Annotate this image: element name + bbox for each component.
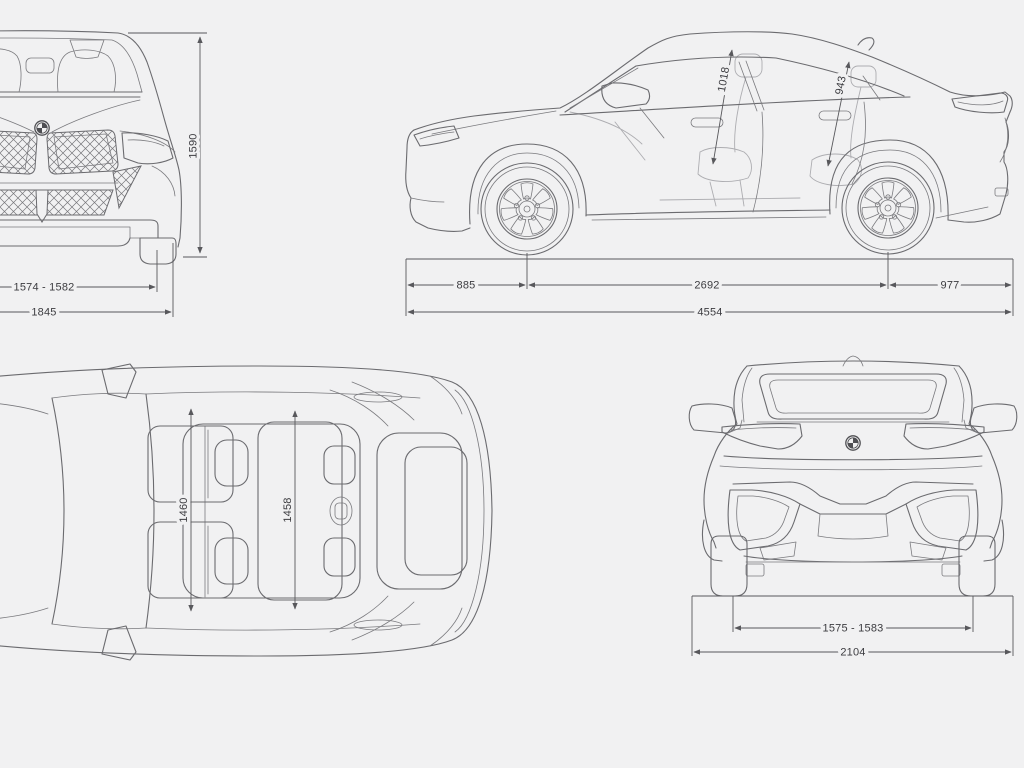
rear-body <box>688 355 1018 549</box>
front-body <box>0 30 182 248</box>
tailgate-outline <box>376 432 463 590</box>
exhaust-trims <box>759 541 947 561</box>
rear-antenna-fin <box>842 355 864 367</box>
top-mirror-right <box>101 625 137 661</box>
taillight-side <box>951 92 1009 114</box>
dim-front-width-label: 1845 <box>31 307 56 319</box>
roof-rail-left <box>353 391 403 403</box>
front-grille <box>0 129 174 223</box>
dim-rear-width-mirrors-label: 2104 <box>840 647 865 659</box>
front-view: 1590 1574 - 1582 1845 <box>0 30 207 322</box>
rear-mirror-right <box>969 403 1018 434</box>
kidney-grille-right <box>46 129 119 175</box>
dim-front-track-label: 1574 - 1582 <box>14 282 75 294</box>
headrest-rear-right <box>323 537 356 577</box>
rear-view: 1575 - 1583 2104 <box>688 355 1018 662</box>
headrest-rear-left <box>323 445 356 485</box>
dim-front-overhang-label: 885 <box>457 280 476 292</box>
headrest-front-left <box>214 439 249 487</box>
dim-length-label: 4554 <box>697 307 722 319</box>
seat-front-right <box>147 521 234 599</box>
windshield-edge <box>145 393 155 629</box>
side-glass <box>564 56 905 113</box>
panorama-roof <box>182 423 361 599</box>
taillight-right <box>903 423 985 450</box>
front-seat-left <box>0 48 22 93</box>
front-wheel-arch <box>469 143 587 225</box>
dim-rear-track-label: 1575 - 1583 <box>823 623 884 635</box>
top-dimensions: 1460 1458 <box>175 408 298 612</box>
rear-window-top <box>404 446 468 576</box>
antenna-fin <box>857 37 875 51</box>
cowl-line <box>51 397 65 625</box>
lower-grille-mesh <box>0 189 114 216</box>
rear-wheel-arch <box>829 139 949 221</box>
rear-mirror-left <box>688 403 737 434</box>
side-interior <box>569 53 877 207</box>
door-handle-rear <box>818 110 852 121</box>
dim-rear-overhang-label: 977 <box>941 280 960 292</box>
kidney-grille-left <box>0 130 38 175</box>
top-view: 1460 1458 <box>0 363 493 661</box>
top-mirror-left <box>101 363 137 399</box>
seat-front-left <box>147 425 234 503</box>
dim-shoulder-front-label: 1460 <box>178 497 190 522</box>
side-wheel-rear <box>841 161 935 255</box>
front-seat-right <box>57 49 116 93</box>
rear-bumper <box>701 481 1005 597</box>
dim-headroom-rear-label: 943 <box>833 75 848 96</box>
dim-wheelbase-label: 2692 <box>694 280 719 292</box>
rear-wheel-left <box>710 535 748 597</box>
side-wheel-front <box>480 162 574 256</box>
dim-headroom-front-label: 1018 <box>716 66 732 93</box>
side-mirror <box>601 82 651 109</box>
diffuser-wing-left <box>727 489 801 551</box>
bmw-roundel-icon-rear <box>845 435 861 451</box>
fender-lines <box>119 130 176 197</box>
door-handle-front <box>690 117 724 128</box>
side-dimensions: 1018 943 885 2692 977 4554 <box>405 49 1014 322</box>
headlight-right <box>121 132 174 165</box>
rear-wheel-right <box>958 535 996 597</box>
rear-bench <box>257 421 343 601</box>
front-dimensions: 1590 1574 - 1582 1845 <box>0 32 207 322</box>
side-view: 1018 943 885 2692 977 4554 <box>405 31 1014 322</box>
front-bumper <box>0 219 177 265</box>
top-body <box>0 363 493 661</box>
diffuser-wing-right <box>905 489 979 551</box>
lug-holes <box>513 195 541 221</box>
rear-dimensions: 1575 - 1583 2104 <box>691 595 1014 662</box>
front-wheel-right <box>139 237 177 265</box>
air-intake-right <box>112 165 142 210</box>
dim-shoulder-rear-label: 1458 <box>282 497 294 522</box>
rear-window <box>759 373 947 420</box>
taillight-left <box>721 423 803 450</box>
bmw-roundel-icon <box>34 120 50 136</box>
center-armrest <box>329 496 353 526</box>
center-headrest <box>25 57 55 74</box>
rearview-mirror <box>69 39 105 59</box>
side-body <box>405 31 1013 232</box>
headlight-side <box>413 125 460 147</box>
lug-holes <box>874 194 902 220</box>
headrest-front-right <box>214 537 249 585</box>
roof-rail-right <box>353 619 403 631</box>
grille-divider <box>35 189 49 223</box>
dim-front-height-label: 1590 <box>188 133 200 158</box>
